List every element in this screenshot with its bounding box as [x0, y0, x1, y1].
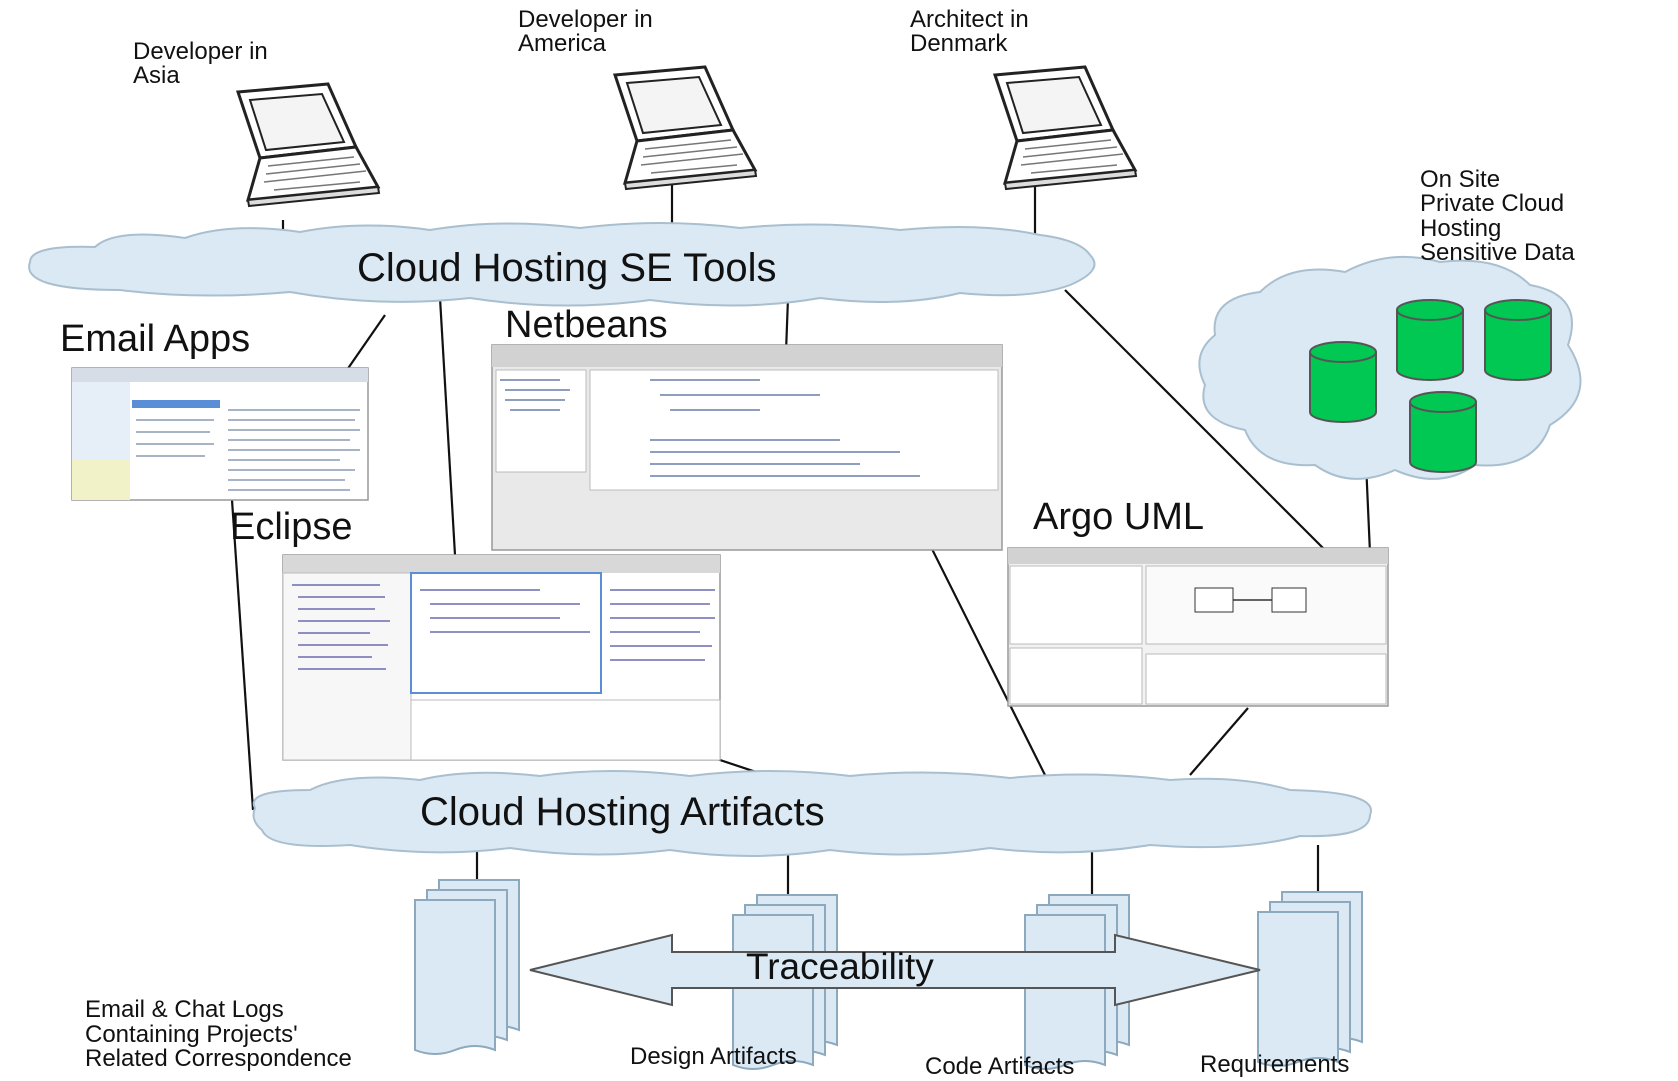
- database-icon: [1484, 299, 1552, 381]
- database-icon: [1409, 391, 1477, 473]
- document-stack-icon: [414, 879, 520, 1055]
- artifacts-cloud-shape: [252, 770, 1372, 857]
- laptop-icon: [613, 65, 758, 191]
- document-stack-icon: [1257, 891, 1363, 1067]
- eclipse-screenshot: [282, 554, 721, 761]
- design-artifacts-label: Design Artifacts: [630, 1043, 797, 1070]
- argo-uml-screenshot: [1007, 547, 1389, 707]
- traceability-label: Traceability: [746, 946, 934, 987]
- eclipse-label: Eclipse: [230, 506, 353, 548]
- developer-asia-label: Developer in Asia: [133, 38, 268, 89]
- database-icon: [1309, 341, 1377, 423]
- netbeans-screenshot: [491, 344, 1003, 551]
- private-cloud-label: On Site Private Cloud Hosting Sensitive …: [1420, 166, 1575, 267]
- email-logs-label: Email & Chat Logs Containing Projects' R…: [85, 996, 352, 1073]
- email-apps-label: Email Apps: [60, 318, 251, 360]
- argo-uml-label: Argo UML: [1033, 496, 1205, 538]
- connector-lines: [230, 175, 1372, 895]
- netbeans-label: Netbeans: [505, 304, 668, 346]
- se-tools-cloud-title: Cloud Hosting SE Tools: [357, 246, 777, 290]
- developer-america-label: Developer in America: [518, 6, 653, 57]
- laptop-icon: [236, 82, 381, 208]
- database-icon: [1396, 299, 1464, 381]
- email-apps-screenshot: [71, 367, 369, 501]
- code-artifacts-label: Code Artifacts: [925, 1053, 1075, 1080]
- requirements-label: Requirements: [1200, 1051, 1350, 1078]
- traceability-arrow: [529, 933, 1261, 1007]
- artifacts-cloud-title: Cloud Hosting Artifacts: [420, 790, 825, 834]
- laptop-icon: [993, 65, 1138, 191]
- architect-denmark-label: Architect in Denmark: [910, 6, 1029, 57]
- se-tools-cloud-shape: [28, 222, 1096, 307]
